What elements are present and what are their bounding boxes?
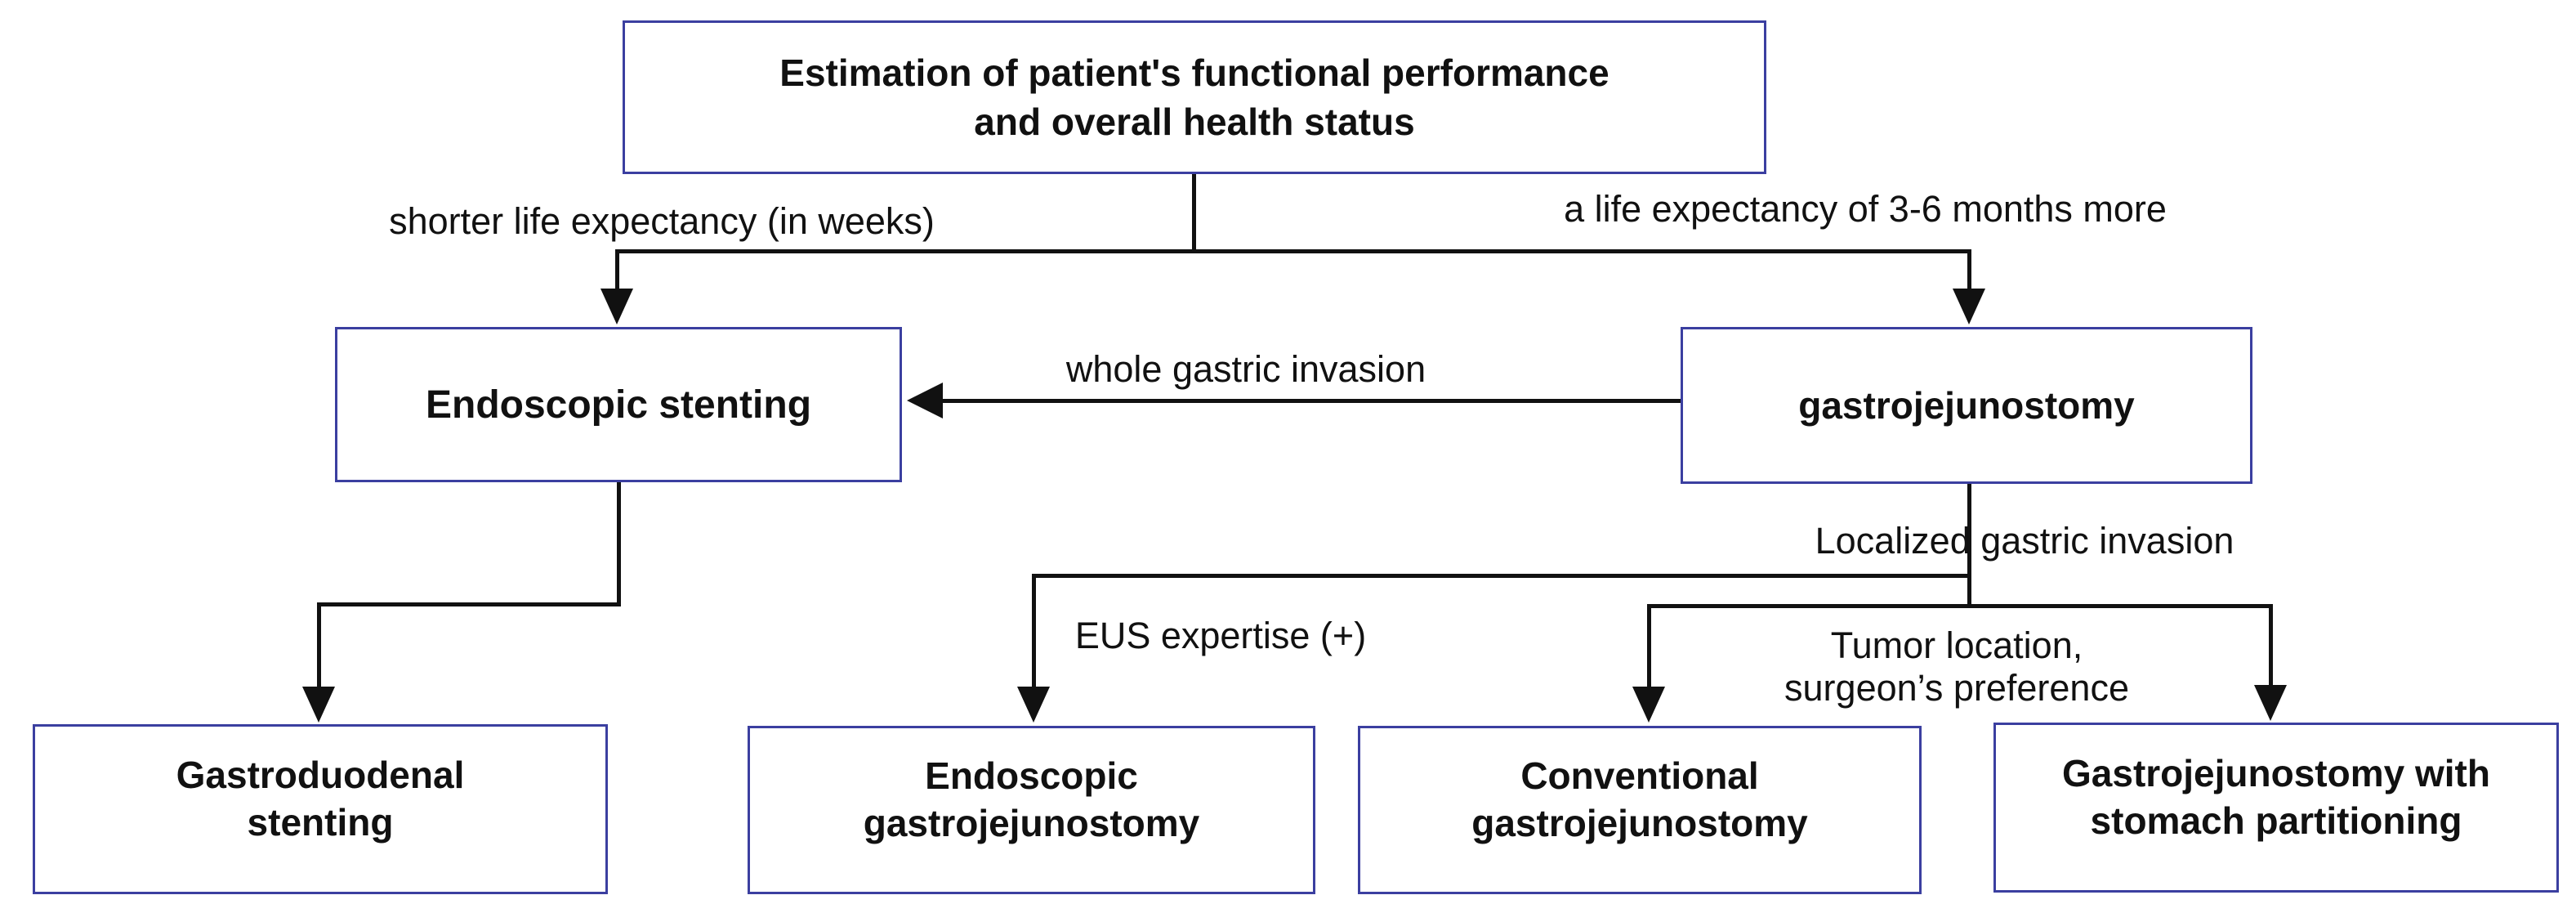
edge-label-longer-life: a life expectancy of 3-6 months more	[1564, 188, 2167, 230]
edge-label-tumor-location: Tumor location, surgeon’s preference	[1784, 624, 2129, 709]
node-conventional-gj-line2: gastrojejunostomy	[1471, 802, 1808, 844]
node-gastrojejunostomy: gastrojejunostomy	[1681, 327, 2252, 484]
node-conventional-gastrojejunostomy: Conventional gastrojejunostomy	[1358, 726, 1922, 894]
connector-stenting-jog	[317, 602, 621, 606]
node-gastroduodenal-line1: Gastroduodenal	[176, 754, 465, 796]
edge-label-localized-gastric: Localized gastric invasion	[1815, 520, 2234, 562]
edge-label-whole-gastric: whole gastric invasion	[1065, 348, 1426, 390]
node-gj-partitioning-line2: stomach partitioning	[2090, 799, 2462, 842]
connector-eus-branch	[1032, 574, 1971, 578]
arrowhead-endoscopic-gj	[1017, 687, 1050, 723]
arrowhead-whole-gastric	[907, 383, 943, 418]
connector-whole-gastric-shaft	[940, 399, 1681, 403]
connector-lower-branch	[1647, 604, 2273, 608]
connector-gj-down	[1967, 484, 1971, 608]
node-estimation-line1: Estimation of patient's functional perfo…	[779, 51, 1609, 94]
connector-stenting-down	[617, 482, 621, 606]
node-estimation-line2: and overall health status	[974, 101, 1415, 143]
connector-drop-gastrojejunostomy	[1967, 249, 1971, 290]
node-endoscopic-stenting: Endoscopic stenting	[335, 327, 902, 482]
node-gastrojejunostomy-partitioning: Gastrojejunostomy with stomach partition…	[1993, 723, 2559, 893]
node-gj-partitioning-line1: Gastrojejunostomy with	[2062, 752, 2490, 794]
node-gastroduodenal-stenting: Gastroduodenal stenting	[33, 724, 608, 894]
connector-drop-conventional-gj	[1647, 604, 1651, 688]
connector-drop-endoscopic-gj	[1032, 574, 1036, 688]
arrowhead-gastroduodenal	[302, 687, 335, 723]
node-estimation: Estimation of patient's functional perfo…	[623, 20, 1766, 174]
connector-drop-gastroduodenal	[317, 602, 321, 688]
connector-drop-stenting	[615, 249, 619, 290]
arrowhead-stenting	[600, 289, 633, 324]
connector-top-branch	[617, 249, 1971, 253]
edge-label-tumor-line1: Tumor location,	[1830, 624, 2083, 666]
connector-top-stub	[1192, 174, 1196, 253]
node-gastrojejunostomy-label: gastrojejunostomy	[1798, 384, 2135, 427]
node-endoscopic-gj-line2: gastrojejunostomy	[863, 802, 1200, 844]
node-conventional-gj-line1: Conventional	[1520, 754, 1759, 797]
edge-label-shorter-life: shorter life expectancy (in weeks)	[389, 200, 935, 242]
arrowhead-conventional-gj	[1632, 687, 1665, 723]
edge-label-eus-expertise: EUS expertise (+)	[1074, 615, 1367, 656]
arrowhead-partitioning	[2254, 685, 2287, 721]
edge-label-tumor-line2: surgeon’s preference	[1784, 667, 2129, 709]
connector-drop-partitioning	[2269, 604, 2273, 687]
node-endoscopic-gj-line1: Endoscopic	[925, 754, 1138, 797]
node-endoscopic-stenting-label: Endoscopic stenting	[425, 383, 812, 427]
node-endoscopic-gastrojejunostomy: Endoscopic gastrojejunostomy	[748, 726, 1315, 894]
node-gastroduodenal-line2: stenting	[247, 801, 394, 844]
arrowhead-gastrojejunostomy	[1953, 289, 1985, 324]
